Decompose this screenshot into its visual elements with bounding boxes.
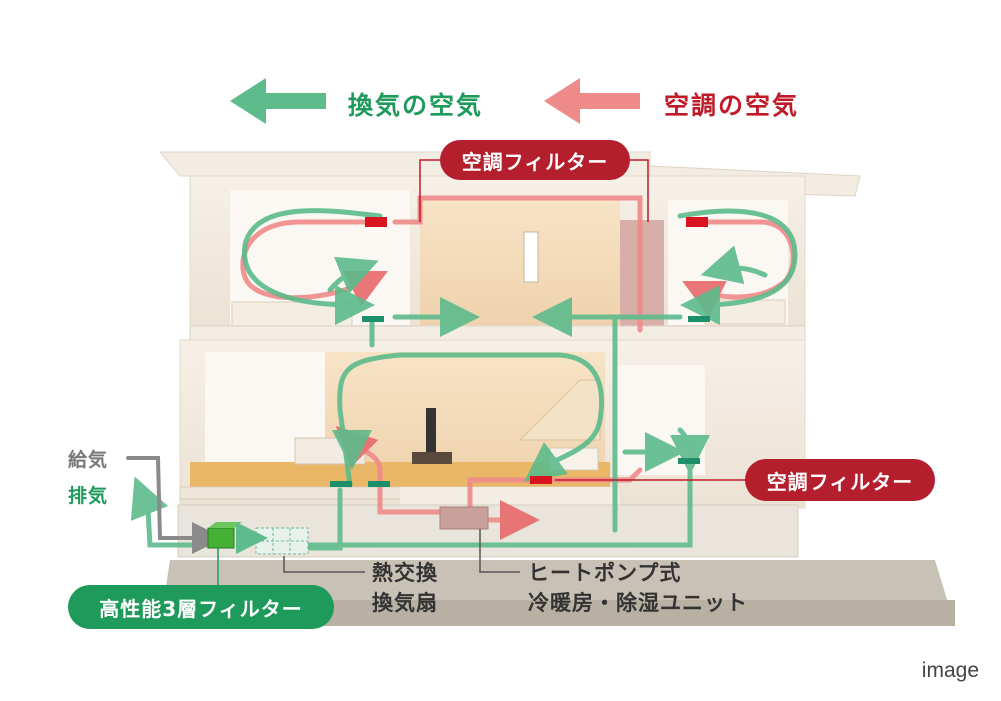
registers xyxy=(330,217,710,487)
aircon-legend-label: 空調の空気 xyxy=(664,91,800,120)
vent-upper-left-inner xyxy=(327,256,379,294)
vent-upper-right-inner xyxy=(700,245,768,285)
vent-grille-lower-right xyxy=(678,458,700,464)
leader-heatpump xyxy=(479,529,520,573)
vent-grille-lower-1 xyxy=(330,481,352,487)
aircon-legend-arrow xyxy=(544,78,640,124)
tv xyxy=(426,408,436,452)
heatpump-line2: 冷暖房・除湿ユニット xyxy=(528,591,748,615)
leader-top-filter-left xyxy=(419,159,440,222)
heat-exchange-line2: 換気扇 xyxy=(372,591,438,615)
vent-main-duct xyxy=(307,459,693,548)
high-perf-filter-unit xyxy=(207,522,242,549)
ground-shadow xyxy=(160,600,955,626)
heatpump-unit xyxy=(439,506,489,530)
leader-heat-exchanger xyxy=(283,556,365,573)
heat-exchange-line1: 熱交換 xyxy=(372,561,438,585)
image-caption: image xyxy=(921,659,979,682)
vent-duct-return xyxy=(307,487,343,551)
aircon-filter-top-label: 空調フィルター xyxy=(440,140,630,180)
supply-airflow xyxy=(126,456,224,554)
ventilation-legend-label: 換気の空気 xyxy=(348,91,484,120)
upper-floor-slab xyxy=(189,325,806,341)
aircon-loop-upper-left xyxy=(240,219,388,307)
high-perf-filter-label: 高性能3層フィルター xyxy=(68,585,334,629)
heat-exchange-fan-label: 熱交換 換気扇 xyxy=(372,558,438,618)
aircon-filter-right-label: 空調フィルター xyxy=(745,459,935,501)
heatpump-unit-label: ヒートポンプ式 冷暖房・除湿ユニット xyxy=(528,558,748,618)
vent-grille-upper-left xyxy=(362,316,384,322)
heat-exchanger-unit xyxy=(255,527,309,555)
aircon-vent-upper-left xyxy=(365,217,387,227)
ventilation-airflow xyxy=(130,208,798,551)
vent-exhaust xyxy=(130,476,218,548)
step-slab xyxy=(400,487,620,505)
supply-air-label: 給気 xyxy=(68,449,109,471)
ventilation-legend-arrow xyxy=(230,78,326,124)
aircon-vent-upper-right xyxy=(686,217,708,227)
exhaust-air-label: 排気 xyxy=(68,485,109,507)
vent-loop-lower xyxy=(337,352,605,488)
leader-lines xyxy=(217,159,745,585)
vent-grille-lower-2 xyxy=(368,481,390,487)
vent-loop-upper-right xyxy=(677,208,798,325)
vent-right-curve xyxy=(669,427,710,475)
vent-loop-upper-left xyxy=(241,208,383,325)
leader-top-filter-right xyxy=(630,159,649,222)
aircon-vent-lower xyxy=(530,476,552,484)
heatpump-line1: ヒートポンプ式 xyxy=(528,561,682,585)
upper-window xyxy=(523,231,539,283)
tv-stand xyxy=(412,452,452,464)
vent-grille-upper-right xyxy=(688,316,710,322)
upper-room-center xyxy=(420,200,620,325)
